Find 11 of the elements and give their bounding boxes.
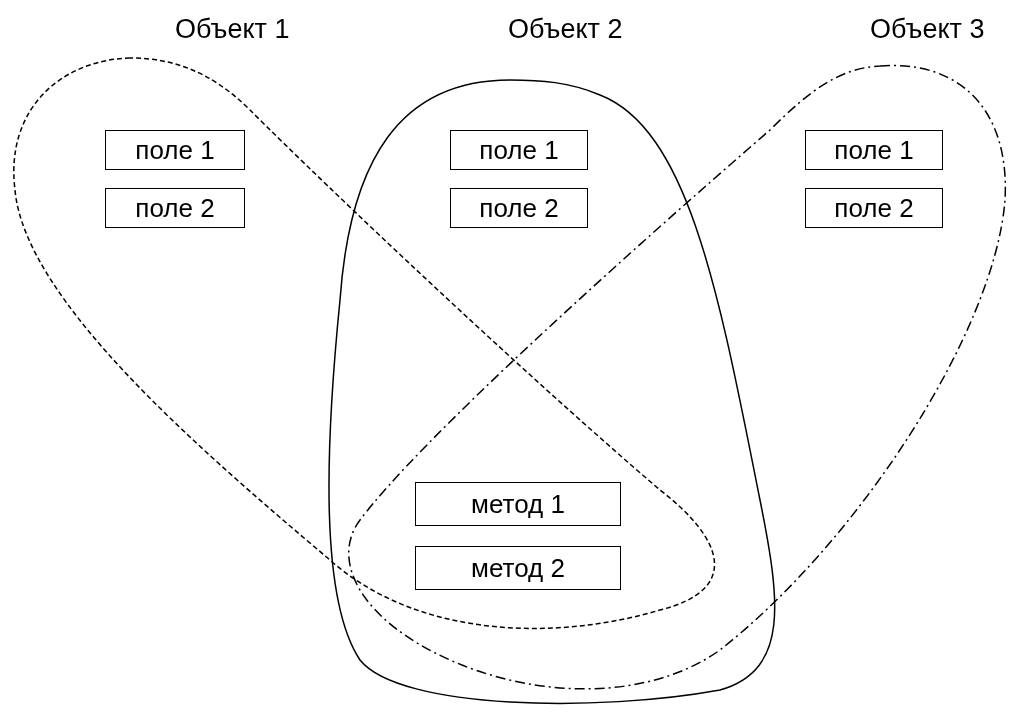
field-label: поле 2: [105, 188, 245, 228]
object-heading: Объект 2: [508, 14, 623, 45]
field-label: поле 2: [805, 188, 943, 228]
object-heading: Объект 1: [175, 14, 290, 45]
field-label: поле 1: [450, 130, 588, 170]
object-heading: Объект 3: [870, 14, 985, 45]
field-label: поле 1: [105, 130, 245, 170]
field-label: поле 2: [450, 188, 588, 228]
field-label: поле 1: [805, 130, 943, 170]
method-label: метод 2: [415, 546, 621, 590]
method-label: метод 1: [415, 482, 621, 526]
